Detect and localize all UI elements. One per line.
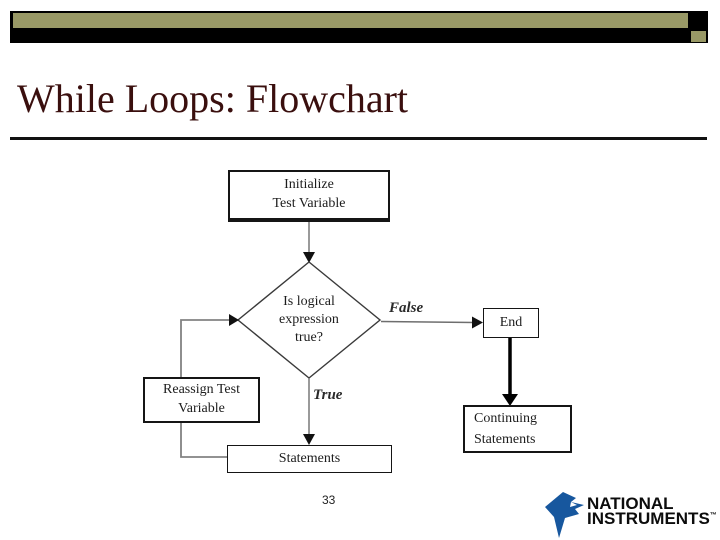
edge-label-false: False (389, 300, 424, 316)
arrowhead-into-continuing (502, 394, 518, 406)
decision-line1: Is logical (283, 293, 335, 309)
edge-label-true: True (313, 387, 343, 403)
arrowhead-into-decision-left (229, 314, 239, 326)
node-initialize-test-variable: Initialize Test Variable (228, 170, 390, 222)
page-title: While Loops: Flowchart (17, 76, 409, 121)
connector-false (380, 320, 475, 324)
node-continuing-line1: Continuing (474, 411, 538, 426)
node-initialize-line2: Test Variable (272, 196, 346, 211)
page-number: 33 (322, 493, 336, 507)
node-initialize-line1: Initialize (284, 177, 334, 193)
node-statements: Statements (227, 445, 392, 473)
national-instruments-logo: NATIONAL INSTRUMENTS™ (543, 490, 720, 538)
header-accent-bar (13, 13, 688, 28)
node-continuing-line2: Statements (474, 432, 536, 447)
ni-logo-line1: NATIONAL (587, 494, 674, 513)
arrowhead-into-end (472, 316, 483, 329)
decision-line3: true? (295, 330, 323, 346)
ni-logo-line2: INSTRUMENTS (587, 509, 710, 528)
ni-logo-text: NATIONAL INSTRUMENTS™ (587, 494, 717, 528)
node-reassign-line1: Reassign Test (163, 382, 240, 398)
node-statements-label: Statements (278, 450, 341, 466)
node-continuing-statements: Continuing Statements (463, 405, 572, 453)
node-reassign-test-variable: Reassign Test Variable (143, 377, 260, 423)
node-end: End (483, 308, 539, 338)
header-accent-square (691, 31, 706, 42)
node-decision-text: Is logical expression true? (238, 262, 380, 378)
decision-line2: expression (279, 311, 339, 327)
node-end-label: End (499, 314, 523, 330)
ni-trademark: ™ (709, 512, 717, 519)
node-reassign-line2: Variable (178, 401, 225, 416)
ni-eagle-icon (545, 492, 584, 538)
arrowhead-into-statements (303, 434, 315, 445)
header-band (10, 11, 708, 43)
title-underline (10, 137, 707, 140)
arrowhead-into-decision-top (303, 252, 315, 263)
